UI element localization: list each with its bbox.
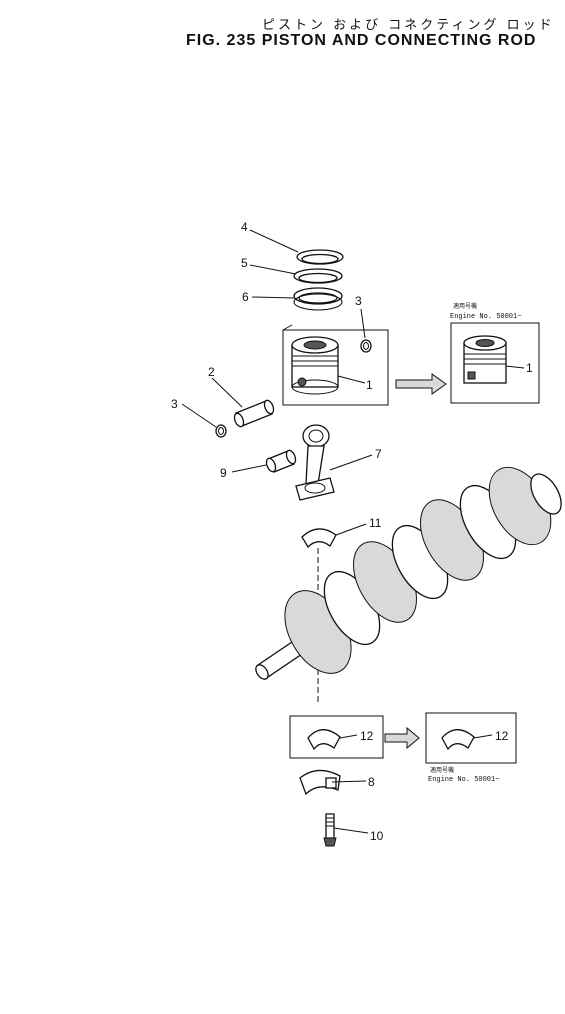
figure-title: FIG. 235 PISTON AND CONNECTING ROD [186, 32, 537, 49]
callout-3-upper: 3 [355, 294, 362, 308]
bushing-9 [265, 449, 297, 473]
piston-1 [291, 336, 339, 395]
piston-ring-5 [293, 268, 343, 284]
callout-5: 5 [241, 256, 248, 270]
piston-inset-note: Engine No. 50001~ [450, 313, 521, 321]
bearing-inset-box [425, 712, 517, 764]
bearing-inset-note-jp: 適用号機 [430, 766, 454, 774]
connecting-rod-7 [295, 424, 335, 501]
leader-lines [181, 229, 373, 834]
crankshaft [255, 466, 562, 680]
bolt-10 [323, 813, 337, 847]
callout-4: 4 [241, 220, 248, 234]
title-japanese: ピストン および コネクティング ロッド [262, 18, 555, 33]
bearing-shell-11 [301, 528, 337, 549]
callout-6: 6 [242, 290, 249, 304]
callout-1-inset: 1 [526, 361, 533, 375]
callout-11: 11 [369, 516, 382, 530]
bearing-inset-note: Engine No. 50001~ [428, 776, 499, 784]
bearing-box-12 [289, 715, 384, 759]
callout-7: 7 [375, 447, 382, 461]
piston-assembly-box [282, 324, 389, 406]
piston-ring-6 [293, 287, 343, 311]
rod-cap-8 [299, 769, 341, 796]
callout-8: 8 [368, 775, 375, 789]
arrow-bearing-inset [384, 726, 420, 750]
snap-ring-3-lower [215, 424, 227, 438]
callout-12-inset: 12 [495, 729, 509, 743]
callout-12: 12 [360, 729, 374, 743]
piston-ring-4 [296, 249, 344, 265]
callout-2: 2 [208, 365, 215, 379]
callout-10: 10 [370, 829, 384, 843]
piston-pin-2 [233, 399, 275, 428]
callout-9: 9 [220, 466, 227, 480]
piston-inset-note-jp: 適用号機 [453, 302, 477, 310]
arrow-piston-inset [395, 373, 447, 395]
callout-1: 1 [366, 378, 373, 392]
callout-3-lower: 3 [171, 397, 178, 411]
snap-ring-3-upper [360, 339, 372, 353]
piston-inset-box [450, 322, 540, 404]
